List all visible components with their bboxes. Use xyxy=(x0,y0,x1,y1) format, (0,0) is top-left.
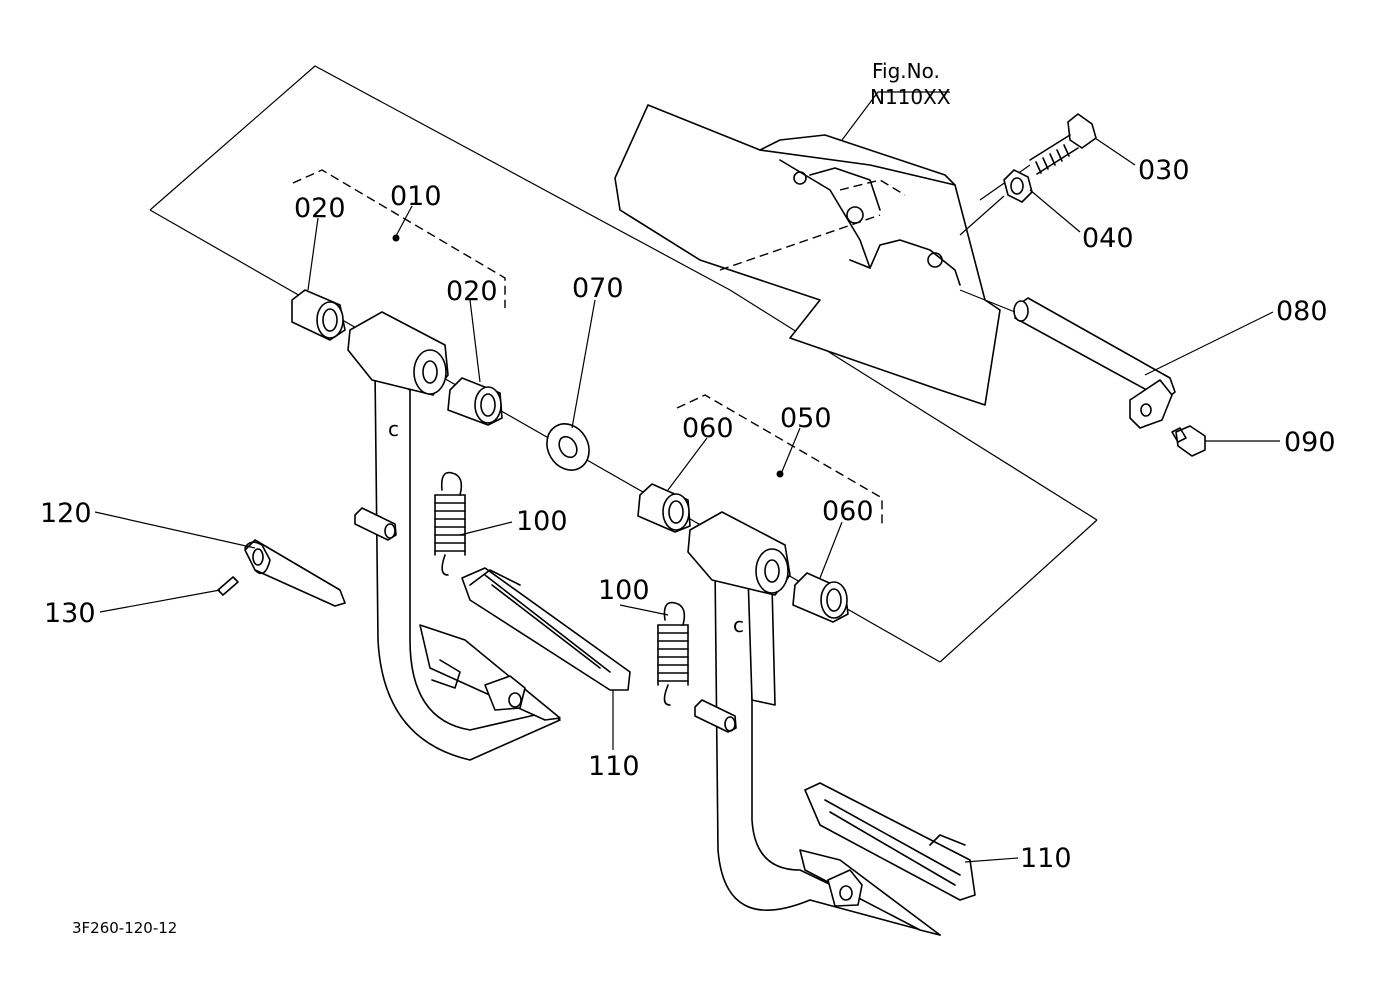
pin-right xyxy=(694,699,737,733)
assembly-plane-right-top xyxy=(729,289,1098,521)
leader-lines xyxy=(94,91,1280,863)
svg-text:c: c xyxy=(388,417,399,441)
pedal-pad-110-right xyxy=(804,782,976,901)
svg-text:c: c xyxy=(733,613,744,637)
bolt-030 xyxy=(979,113,1097,201)
bushing-020-right xyxy=(447,377,503,426)
callout-010: 010 xyxy=(390,181,442,212)
fig-ref-label: Fig.No. xyxy=(872,59,940,83)
assembly-plane-upper xyxy=(149,65,731,291)
callout-020-left: 020 xyxy=(294,193,346,224)
callout-130: 130 xyxy=(44,598,96,629)
bushing-060-left xyxy=(637,483,691,533)
callout-080: 080 xyxy=(1276,296,1328,327)
pedal-arm-050: c xyxy=(687,511,941,936)
fig-ref-number: N110XX xyxy=(870,85,951,109)
bushing-060-right xyxy=(792,572,849,623)
nut-040 xyxy=(959,169,1033,236)
pin-left xyxy=(354,507,397,541)
callout-110-left: 110 xyxy=(588,751,640,782)
cotter-pin-130 xyxy=(217,576,239,596)
bolt-090 xyxy=(1171,425,1206,457)
callout-050: 050 xyxy=(780,403,832,434)
callout-060-left: 060 xyxy=(682,413,734,444)
bushing-020-left xyxy=(291,289,346,341)
group-bracket-050 xyxy=(676,394,883,525)
callout-020-right: 020 xyxy=(446,276,498,307)
group-bracket-010 xyxy=(292,169,506,308)
washer-070 xyxy=(546,423,590,471)
assembly-plane-right xyxy=(939,519,1098,663)
callout-040: 040 xyxy=(1082,223,1134,254)
pedal-arm-010: c xyxy=(347,311,561,761)
spring-100-left xyxy=(434,471,466,576)
group-dot-050 xyxy=(776,470,784,478)
callout-100-left: 100 xyxy=(516,506,568,537)
callout-120: 120 xyxy=(40,498,92,529)
mounting-frame xyxy=(614,104,1001,406)
callout-070: 070 xyxy=(572,273,624,304)
drawing-code: 3F260-120-12 xyxy=(72,919,177,937)
callout-110-right: 110 xyxy=(1020,843,1072,874)
clevis-pin-120 xyxy=(244,539,346,607)
group-dot-010 xyxy=(392,234,400,242)
callout-060-right: 060 xyxy=(822,496,874,527)
spring-100-right xyxy=(657,601,689,706)
callout-100-right: 100 xyxy=(598,575,650,606)
shaft-080 xyxy=(959,289,1176,429)
callout-030: 030 xyxy=(1138,155,1190,186)
pedal-pad-110-left xyxy=(461,567,631,691)
callout-090: 090 xyxy=(1284,427,1336,458)
